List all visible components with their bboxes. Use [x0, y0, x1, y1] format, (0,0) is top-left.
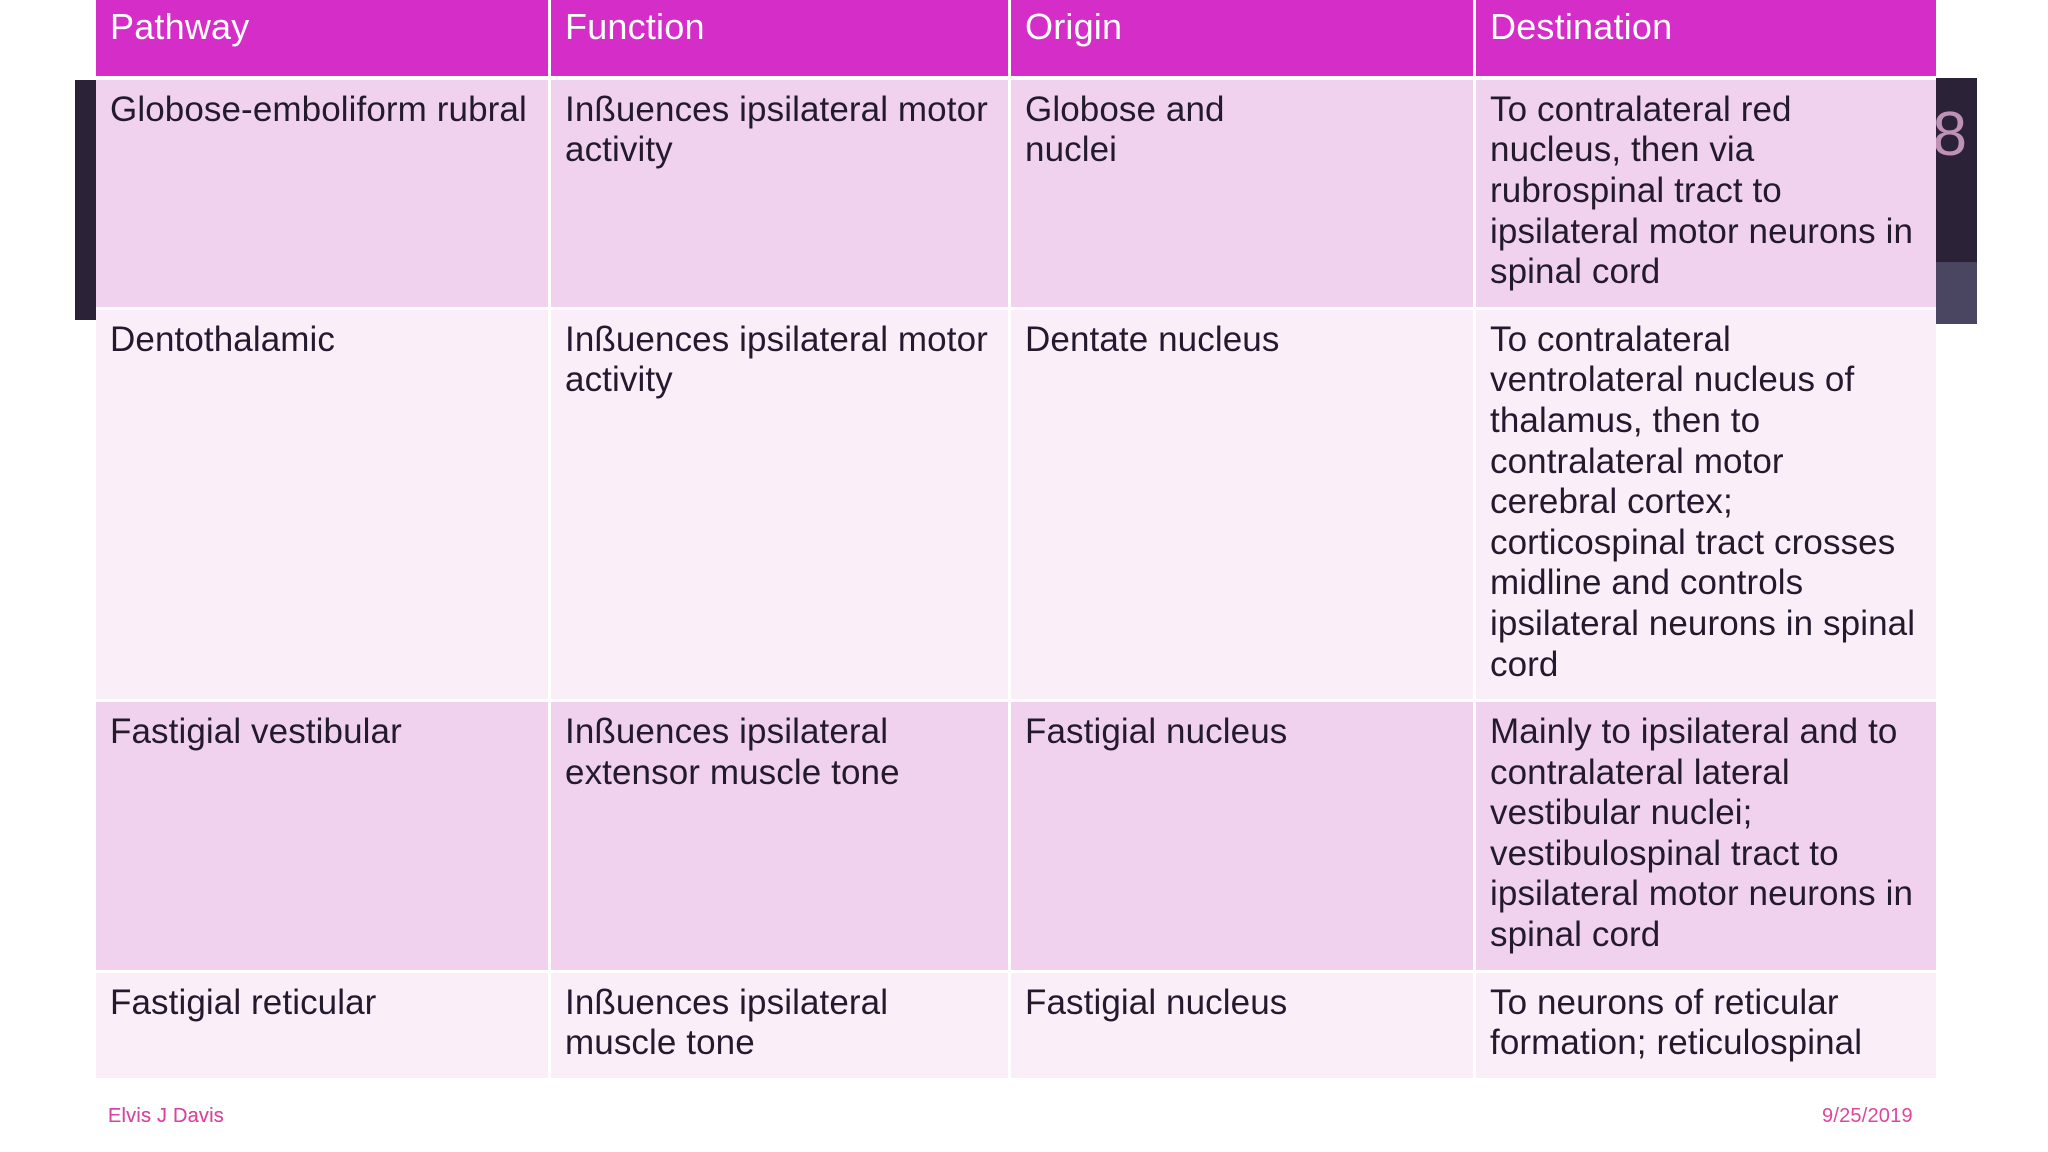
cell-destination: To contralateral ventrolateral nucleus o…	[1476, 309, 1936, 703]
table-row: Dentothalamic Inßuences ipsilateral moto…	[96, 309, 1936, 703]
cell-function: Inßuences ipsilateral motor activity	[551, 79, 1011, 310]
cell-pathway: Globose-emboliform rubral	[96, 79, 551, 310]
cell-function: Inßuences ipsilateral extensor muscle to…	[551, 702, 1011, 973]
cell-origin: Globose and nuclei	[1011, 79, 1476, 310]
column-header-origin[interactable]: Origin	[1011, 0, 1476, 80]
cell-origin: Dentate nucleus	[1011, 309, 1476, 703]
cell-destination: Mainly to ipsilateral and to contralater…	[1476, 702, 1936, 973]
cell-pathway: Fastigial reticular	[96, 972, 551, 1081]
cell-origin: Fastigial nucleus	[1011, 702, 1476, 973]
table-body: Globose-emboliform rubral Inßuences ipsi…	[96, 79, 1936, 1081]
column-header-function[interactable]: Function	[551, 0, 1011, 80]
cerebellar-pathways-table: Pathway Function Origin Destination Glob…	[96, 0, 1936, 1081]
footer-author-line-1: Elvis J Davis	[108, 1105, 224, 1127]
footer-author-line-2: Elvis J Davis	[108, 1105, 224, 1127]
cell-origin: Fastigial nucleus	[1011, 972, 1476, 1081]
table-row: Fastigial reticular Inßuences ipsilatera…	[96, 972, 1936, 1081]
cell-function: Inßuences ipsilateral motor activity	[551, 309, 1011, 703]
column-header-pathway[interactable]: Pathway	[96, 0, 551, 80]
table-row: Globose-emboliform rubral Inßuences ipsi…	[96, 79, 1936, 310]
decorative-left-bar	[75, 80, 97, 320]
table-header: Pathway Function Origin Destination	[96, 0, 1936, 80]
column-header-destination[interactable]: Destination	[1476, 0, 1936, 80]
cell-function: Inßuences ipsilateral muscle tone	[551, 972, 1011, 1081]
table-row: Fastigial vestibular Inßuences ipsilater…	[96, 702, 1936, 973]
table-header-row: Pathway Function Origin Destination	[96, 0, 1936, 80]
cell-destination: To contralateral red nucleus, then via r…	[1476, 79, 1936, 310]
footer-date: 9/25/2019	[1822, 1105, 1913, 1127]
decorative-right-bar-highlight	[1935, 262, 1977, 324]
cell-pathway: Fastigial vestibular	[96, 702, 551, 973]
cell-destination: To neurons of reticular formation; retic…	[1476, 972, 1936, 1081]
cell-pathway: Dentothalamic	[96, 309, 551, 703]
